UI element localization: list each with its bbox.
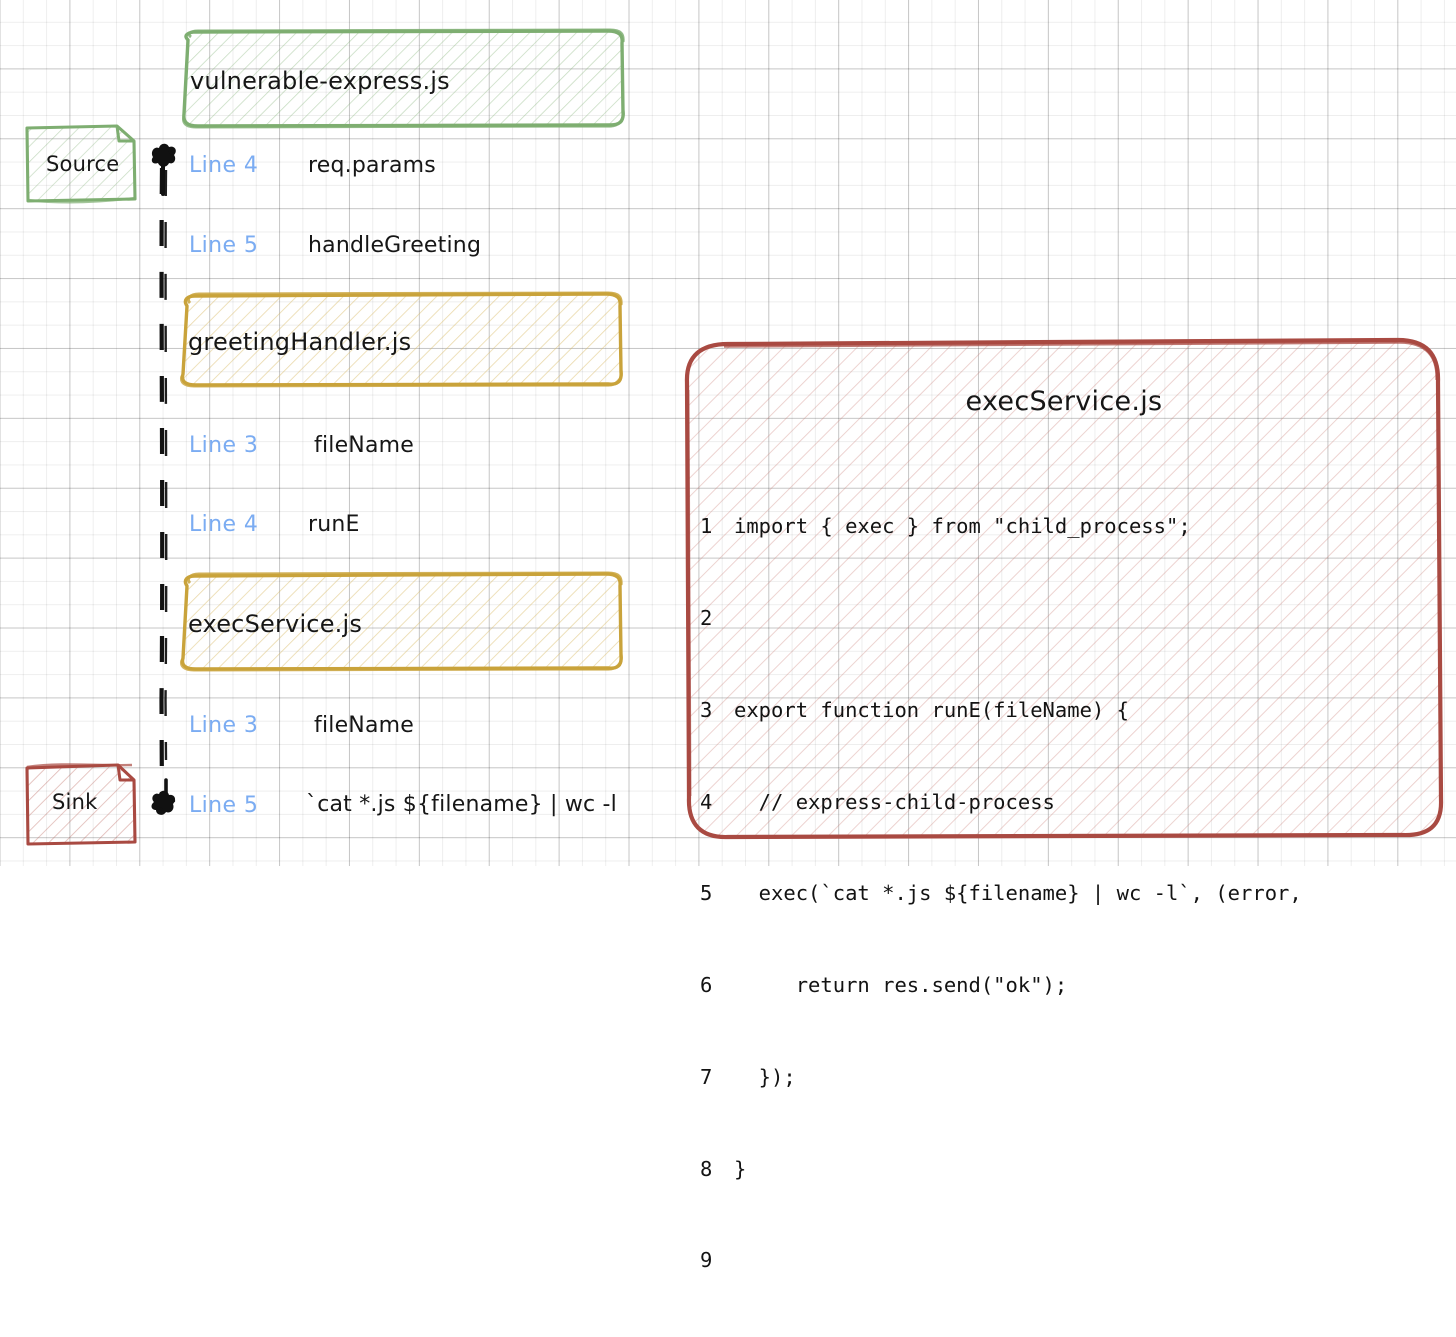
file-bar-vulnerable-express[interactable]: vulnerable-express.js (178, 26, 628, 130)
code-line-text: // express-child-process (734, 789, 1055, 814)
flow-step-expression: fileName (314, 433, 415, 458)
flow-step-expression: handleGreeting (308, 233, 482, 258)
file-bar-label: execService.js (188, 610, 363, 638)
code-panel-title: execService.js (965, 386, 1163, 417)
flow-step-line-number: Line 3 (189, 433, 259, 458)
code-line: 8 } (700, 1154, 1302, 1185)
flow-step-expression: req.params (308, 153, 436, 178)
code-line: 4 // express-child-process (700, 787, 1302, 818)
code-line-number: 1 (700, 514, 713, 539)
flow-step-line-number: Line 5 (189, 233, 259, 258)
file-bar-exec-service[interactable]: execService.js (178, 568, 626, 672)
flow-step-line-number: Line 4 (189, 512, 259, 537)
code-line: 2 (700, 603, 1302, 634)
code-line-text: }); (734, 1064, 796, 1089)
code-line: 7 }); (700, 1062, 1302, 1093)
file-bar-greeting-handler[interactable]: greetingHandler.js (178, 290, 626, 388)
source-note-label: Source (46, 152, 120, 176)
code-line-number: 5 (700, 881, 713, 906)
code-line-number: 7 (700, 1064, 713, 1089)
sink-note-label: Sink (52, 790, 98, 814)
code-line-text (734, 603, 1302, 634)
code-line-number: 4 (700, 789, 713, 814)
code-line-number: 2 (700, 605, 713, 630)
file-bar-label: vulnerable-express.js (190, 67, 450, 95)
code-line-number: 9 (700, 1248, 713, 1273)
code-line-text (734, 1245, 1302, 1276)
code-line: 6 return res.send("ok"); (700, 970, 1302, 1001)
flow-step-expression: `cat *.js ${filename} | wc -l (306, 792, 617, 817)
code-line-text: exec(`cat *.js ${filename} | wc -l`, (er… (734, 881, 1302, 906)
diagram-canvas: vulnerable-express.js Source Line 4 req.… (22, 26, 1444, 1272)
sink-pin-icon (151, 778, 176, 815)
code-line-text: } (734, 1156, 747, 1181)
code-panel-body[interactable]: 1 import { exec } from "child_process"; … (700, 450, 1302, 1337)
code-line: 1 import { exec } from "child_process"; (700, 511, 1302, 542)
code-panel-exec-service[interactable]: execService.js 1 import { exec } from "c… (684, 336, 1444, 1272)
flow-step-expression: runE (308, 512, 360, 537)
sink-note[interactable]: Sink (22, 760, 142, 848)
code-line: 5 exec(`cat *.js ${filename} | wc -l`, (… (700, 878, 1302, 909)
flow-step-expression: fileName (314, 713, 415, 738)
source-pin-icon (151, 143, 176, 196)
code-line-number: 3 (700, 697, 713, 722)
code-line: 9 (700, 1245, 1302, 1276)
flow-step-line-number: Line 3 (189, 713, 259, 738)
taint-flow-dashed-line (159, 167, 168, 813)
file-bar-label: greetingHandler.js (188, 328, 412, 356)
code-line: 3 export function runE(fileName) { (700, 695, 1302, 726)
code-line-text: return res.send("ok"); (734, 973, 1068, 998)
code-line-text: import { exec } from "child_process"; (734, 514, 1191, 539)
code-line-number: 6 (700, 973, 713, 998)
source-note[interactable]: Source (22, 122, 142, 204)
flow-step-line-number: Line 5 (189, 793, 259, 818)
code-line-text: export function runE(fileName) { (734, 697, 1129, 722)
code-line-number: 8 (700, 1156, 713, 1181)
flow-step-line-number: Line 4 (189, 153, 259, 178)
